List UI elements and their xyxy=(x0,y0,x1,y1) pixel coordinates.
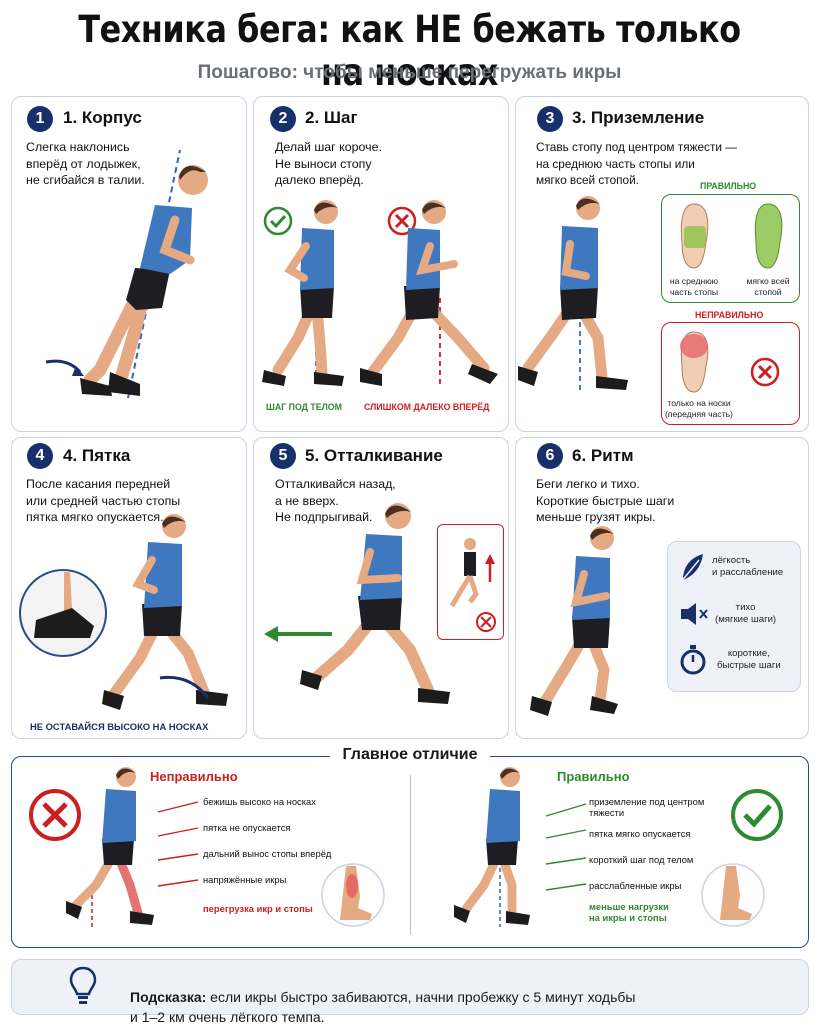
wrong-cross-icon xyxy=(750,357,780,387)
tip-text: Подсказка: если икры быстро забиваются, … xyxy=(130,967,790,1024)
wrong-item-3: дальний вынос стопы вперёд xyxy=(203,848,332,859)
page-title: Техника бега: как НЕ бежать только на но… xyxy=(78,8,741,94)
step-title-3: 3. Приземление xyxy=(572,108,705,127)
page-subtitle: Пошагово: чтобы меньше перегружать икры xyxy=(197,62,622,83)
step-number-1: 1 xyxy=(27,106,53,132)
step-text-2: Делай шаг короче. Не выноси стопу далеко… xyxy=(275,140,382,187)
right-item-4: расслабленные икры xyxy=(589,880,682,891)
step-number-5: 5 xyxy=(270,443,296,469)
runner-short-step-illustration xyxy=(262,200,344,388)
step-text-1: Слегка наклонись вперёд от лодыжек, не с… xyxy=(26,140,145,187)
right-item-1: приземление под центром тяжести xyxy=(589,796,705,818)
runner-right-illustration xyxy=(454,767,530,927)
step-text-5: Отталкивайся назад, а не вверх. Не подпр… xyxy=(275,477,396,524)
tip-body: если икры быстро забиваются, начни пробе… xyxy=(130,989,636,1024)
strained-calf-icon xyxy=(321,863,385,927)
feather-icon xyxy=(680,554,703,583)
mute-speaker-icon xyxy=(681,603,708,625)
step-number-3: 3 xyxy=(537,106,563,132)
wrong-big-cross-icon xyxy=(29,789,81,841)
step-title-4: 4. Пятка xyxy=(63,446,131,465)
step-title-6: 6. Ритм xyxy=(572,446,634,465)
step-text-4: После касания передней или средней часть… xyxy=(26,477,181,524)
runner-rhythm-illustration xyxy=(530,526,618,716)
label-overstride: СЛИШКОМ ДАЛЕКО ВПЕРЁД xyxy=(364,402,490,412)
stopwatch-icon xyxy=(680,645,706,675)
runner-wrong-illustration xyxy=(66,767,154,927)
feature-short-steps: короткие, быстрые шаги xyxy=(717,648,781,671)
wrong-item-5: перегрузка икр и стопы xyxy=(203,903,313,914)
wrong-item-2: пятка не опускается xyxy=(203,822,291,833)
lightbulb-icon xyxy=(69,966,97,1004)
midfoot-footprint-icon xyxy=(680,203,709,269)
right-item-5: меньше нагрузки на икры и стопы xyxy=(589,901,669,923)
wrong-heading: Неправильно xyxy=(150,769,238,784)
foot-whole-caption: мягко всей стопой xyxy=(746,276,790,297)
step-number-4: 4 xyxy=(27,443,53,469)
label-step-under-body: ШАГ ПОД ТЕЛОМ xyxy=(266,402,342,412)
push-back-arrow xyxy=(264,626,332,642)
right-pointer-arrows xyxy=(545,803,587,891)
comparison-title: Главное отличие xyxy=(330,746,490,764)
foot-toe-caption: только на носки (передняя часть) xyxy=(665,398,733,419)
foot-midfoot-caption: на среднюю часть стопы xyxy=(669,276,719,297)
heel-closeup-inset xyxy=(19,569,107,657)
right-heading: Правильно xyxy=(557,769,630,784)
wholefoot-footprint-icon xyxy=(754,203,783,269)
feature-quiet: тихо (мягкие шаги) xyxy=(715,602,777,625)
step-title-2: 2. Шаг xyxy=(305,108,358,127)
correct-title: ПРАВИЛЬНО xyxy=(698,181,759,191)
step-title-1: 1. Корпус xyxy=(63,108,142,127)
tip-label: Подсказка: xyxy=(130,989,207,1005)
feature-lightness: лёгкость и расслабление xyxy=(712,555,784,578)
right-item-2: пятка мягко опускается xyxy=(589,828,691,839)
right-big-check-icon xyxy=(731,789,783,841)
wrong-item-1: бежишь высоко на носках xyxy=(203,796,316,807)
runner-lean-illustration xyxy=(45,149,208,399)
cross-icon xyxy=(387,206,417,236)
tip-panel xyxy=(11,959,809,1015)
comparison-divider xyxy=(410,775,411,935)
step-text-6: Беги легко и тихо. Короткие быстрые шаги… xyxy=(536,477,675,524)
check-icon xyxy=(263,206,293,236)
right-item-3: короткий шаг под телом xyxy=(589,854,694,865)
wrong-item-4: напряжённые икры xyxy=(203,874,287,885)
runner-landing-illustration xyxy=(518,196,628,390)
wrong-title: НЕПРАВИЛЬНО xyxy=(693,310,766,320)
step-number-2: 2 xyxy=(270,106,296,132)
jumping-runner-icon xyxy=(449,538,496,632)
step-card-1 xyxy=(11,96,247,432)
runner-overstride-illustration xyxy=(360,200,498,388)
toe-footprint-icon xyxy=(680,331,709,393)
step-text-3: Ставь стопу под центром тяжести — на сре… xyxy=(536,140,738,187)
label-dont-stay-on-toes: НЕ ОСТАВАЙСЯ ВЫСОКО НА НОСКАХ xyxy=(30,721,209,732)
step-number-6: 6 xyxy=(537,443,563,469)
step-title-5: 5. Отталкивание xyxy=(305,446,443,465)
relaxed-calf-icon xyxy=(701,863,765,927)
runner-pushoff-illustration xyxy=(300,503,450,704)
wrong-pointer-arrows xyxy=(157,801,199,887)
runner-heel-illustration xyxy=(102,514,228,710)
